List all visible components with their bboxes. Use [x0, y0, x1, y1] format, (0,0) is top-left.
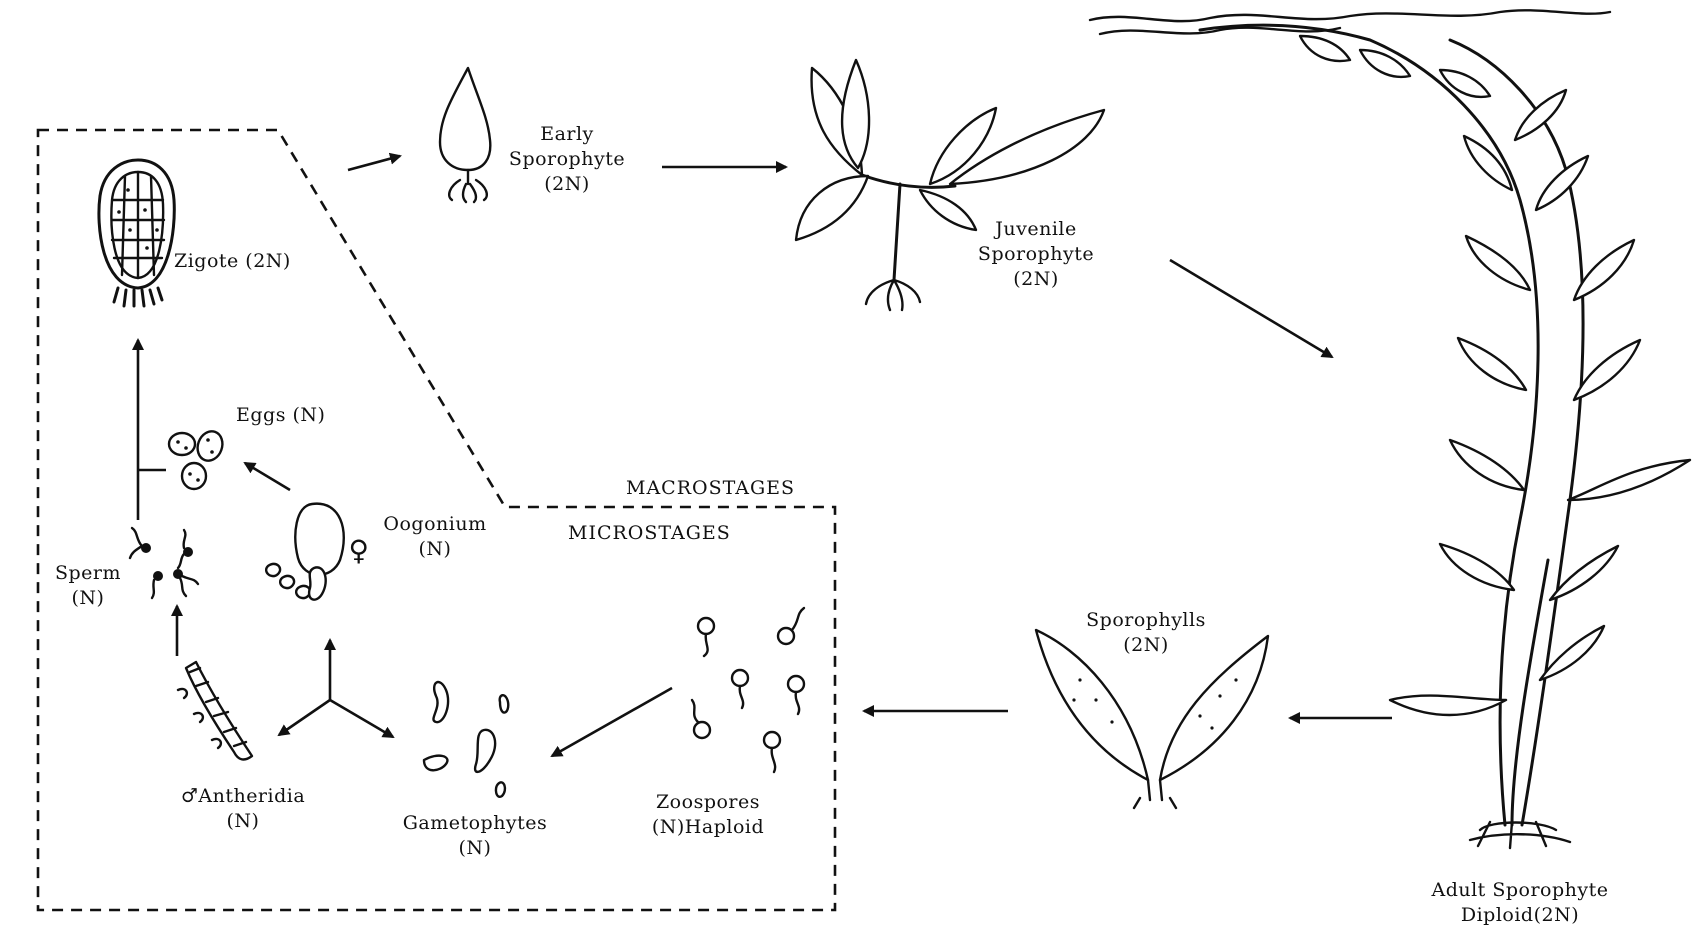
zigote-illustration [97, 158, 176, 308]
sperm-illustration [128, 526, 200, 600]
early-sporophyte-illustration [438, 66, 492, 204]
label-gametophytes: Gametophytes (N) [402, 812, 548, 859]
label-oogonium: Oogonium (N) [383, 513, 487, 560]
arrow-juvenile-to-adult [1169, 258, 1334, 359]
label-sperm: Sperm (N) [54, 562, 122, 609]
label-antheridia: ♂Antheridia (N) [180, 785, 306, 832]
label-eggs: Eggs (N) [236, 404, 326, 426]
zoospores-illustration [690, 606, 806, 774]
label-juvenile-sporophyte: Juvenile Sporophyte (2N) [977, 218, 1095, 290]
macrostages-title: MACROSTAGES [626, 477, 796, 499]
arrow-oogonium-to-eggs [243, 461, 291, 492]
arrow-zigote-to-early [347, 152, 402, 172]
microstages-title: MICROSTAGES [568, 522, 731, 544]
arrow-zoospores-to-gametophytes [550, 686, 673, 758]
juvenile-sporophyte-illustration [794, 58, 1106, 312]
split-stem-right [329, 698, 395, 739]
gametophytes-illustration [422, 680, 510, 798]
label-sporophylls: Sporophylls (2N) [1086, 609, 1206, 656]
female-symbol: ♀ [348, 534, 370, 567]
label-zoospores: Zoospores (N)Haploid [651, 791, 765, 838]
label-adult-sporophyte: Adult Sporophyte Diploid(2N) [1431, 879, 1609, 926]
eggs-illustration [167, 430, 224, 491]
adult-sporophyte-illustration [1088, 9, 1692, 850]
label-zigote: Zigote (2N) [174, 250, 291, 272]
sporophylls-illustration [1034, 628, 1270, 810]
microstages-boundary [36, 128, 837, 912]
antheridia-illustration [176, 660, 254, 761]
oogonium-illustration [264, 502, 345, 601]
label-early-sporophyte: Early Sporophyte (2N) [508, 123, 626, 195]
split-stem-left [277, 698, 331, 737]
